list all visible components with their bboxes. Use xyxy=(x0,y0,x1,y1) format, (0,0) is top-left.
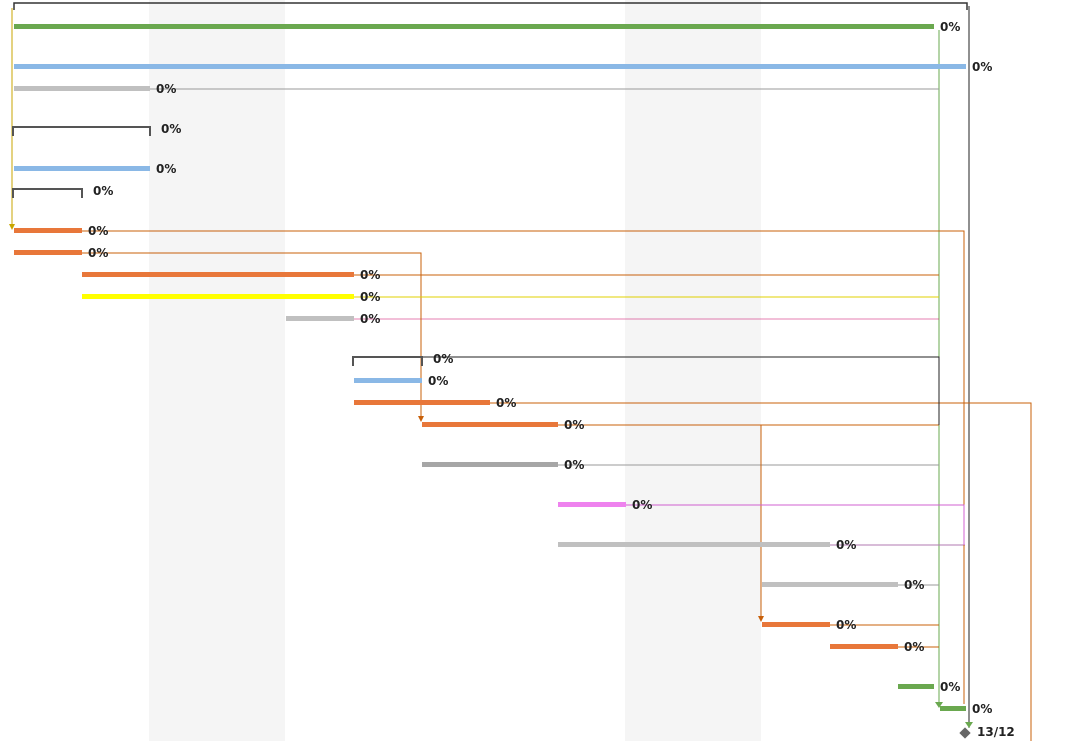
task-progress-label: 0% xyxy=(88,246,109,260)
task-progress-label: 0% xyxy=(428,374,449,388)
summary-bar[interactable] xyxy=(12,188,83,198)
task-bar[interactable] xyxy=(14,24,934,29)
task-bar[interactable] xyxy=(354,400,490,405)
task-bar[interactable] xyxy=(14,166,150,171)
task-bar[interactable] xyxy=(558,502,626,507)
summary-bar[interactable] xyxy=(352,356,423,366)
task-progress-label: 0% xyxy=(940,680,961,694)
task-progress-label: 0% xyxy=(360,312,381,326)
weekend-shade-2 xyxy=(625,0,761,741)
task-bar[interactable] xyxy=(830,644,898,649)
task-progress-label: 0% xyxy=(940,20,961,34)
task-bar[interactable] xyxy=(286,316,354,321)
task-progress-label: 0% xyxy=(836,618,857,632)
task-progress-label: 0% xyxy=(156,82,177,96)
task-progress-label: 0% xyxy=(836,538,857,552)
weekend-shade-1 xyxy=(149,0,285,741)
task-progress-label: 0% xyxy=(564,418,585,432)
task-progress-label: 0% xyxy=(93,184,114,198)
task-progress-label: 0% xyxy=(433,352,454,366)
task-bar[interactable] xyxy=(762,622,830,627)
task-bar[interactable] xyxy=(422,462,558,467)
task-bar[interactable] xyxy=(14,64,966,69)
task-progress-label: 0% xyxy=(972,60,993,74)
task-bar[interactable] xyxy=(14,228,82,233)
task-progress-label: 0% xyxy=(632,498,653,512)
task-progress-label: 0% xyxy=(972,702,993,716)
task-bar[interactable] xyxy=(14,250,82,255)
task-progress-label: 0% xyxy=(496,396,517,410)
task-bar[interactable] xyxy=(422,422,558,427)
task-bar[interactable] xyxy=(82,272,354,277)
task-bar[interactable] xyxy=(558,542,830,547)
task-bar[interactable] xyxy=(762,582,898,587)
task-bar[interactable] xyxy=(898,684,934,689)
task-bar[interactable] xyxy=(940,706,966,711)
task-bar[interactable] xyxy=(354,378,422,383)
task-progress-label: 0% xyxy=(360,268,381,282)
task-progress-label: 0% xyxy=(904,640,925,654)
task-progress-label: 0% xyxy=(156,162,177,176)
task-bar[interactable] xyxy=(14,86,150,91)
task-progress-label: 0% xyxy=(904,578,925,592)
task-progress-label: 0% xyxy=(360,290,381,304)
task-progress-label: 0% xyxy=(564,458,585,472)
milestone-date-label: 13/12 xyxy=(977,725,1015,739)
task-bar[interactable] xyxy=(82,294,354,299)
task-progress-label: 0% xyxy=(88,224,109,238)
summary-bar[interactable] xyxy=(12,126,151,136)
task-progress-label: 0% xyxy=(161,122,182,136)
